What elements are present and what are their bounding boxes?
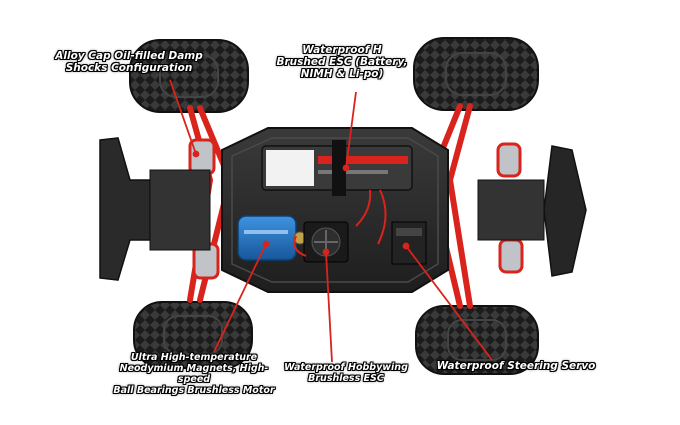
front-bumper (477, 145, 587, 277)
callout-brushless-motor: Ultra High-temperature Neodymium Magnets… (113, 352, 275, 396)
callout-brushed-esc: Waterproof H Brushed ESC (Battery, NIMH … (276, 44, 408, 80)
rear-left-tire (133, 301, 253, 369)
callout-steering-servo: Waterproof Steering Servo (436, 360, 596, 372)
callout-hobbywing-esc: Waterproof Hobbywing Brushless ESC (284, 362, 408, 384)
esc-unit (303, 221, 349, 263)
rear-bumper (99, 137, 211, 281)
wiring (293, 189, 387, 257)
callout-shocks: Alloy Cap Oil-filled Damp Shocks Configu… (55, 50, 203, 74)
steering-servo (391, 221, 427, 265)
brushless-motor (237, 215, 307, 261)
battery-pack (261, 140, 413, 196)
callout-leader-lines (169, 79, 493, 363)
front-left-tire (129, 39, 249, 113)
front-right-tire (413, 37, 539, 111)
shock-absorbers (188, 138, 524, 280)
